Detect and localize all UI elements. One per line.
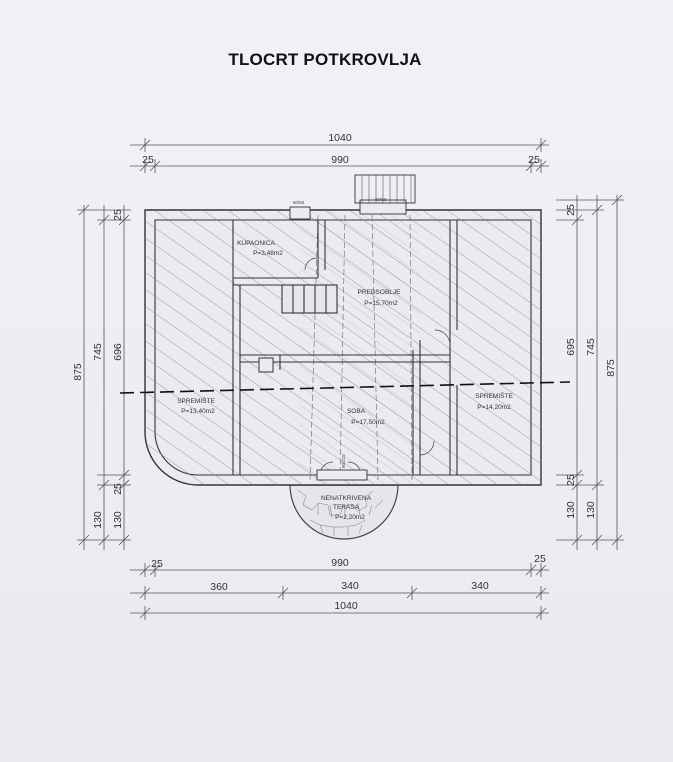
right-inner-dim: 695 bbox=[565, 338, 577, 356]
window-label-bath: 60/60 bbox=[293, 200, 305, 205]
left-overall-dim: 875 bbox=[72, 363, 84, 381]
door-label-terrace: 80/215 bbox=[341, 454, 346, 468]
drawing-title: TLOCRT POTKROVLJA bbox=[228, 50, 422, 69]
bottom-seg1-dim: 360 bbox=[210, 581, 228, 593]
right-bottom-a-dim: 130 bbox=[565, 501, 577, 519]
left-bottom-b-dim: 130 bbox=[112, 511, 124, 529]
right-bottom-b-dim: 130 bbox=[585, 501, 597, 519]
terrace bbox=[289, 484, 399, 540]
left-top-small-dim: 25 bbox=[112, 209, 124, 221]
room-predsoblje-name: PREDSOBLJE bbox=[358, 289, 402, 296]
top-inner-dim: 990 bbox=[331, 154, 349, 166]
room-terasa-name-line2: TERASA bbox=[333, 504, 360, 511]
room-kupaonica-area: P=3,48m2 bbox=[253, 250, 283, 257]
bottom-dimensions bbox=[130, 563, 549, 620]
right-bottom-small-dim: 25 bbox=[565, 474, 577, 486]
bottom-seg2-dim: 340 bbox=[341, 580, 359, 592]
room-spremiste-left-name: SPREMIŠTE bbox=[177, 396, 215, 405]
room-soba-area: P=17,50m2 bbox=[351, 419, 385, 426]
bottom-seg3-dim: 340 bbox=[471, 580, 489, 592]
top-dimensions bbox=[130, 138, 549, 173]
bottom-right-margin-dim: 25 bbox=[534, 553, 546, 565]
room-terasa-name-line1: NENATKRIVENA bbox=[321, 495, 372, 502]
room-predsoblje-area: P=15,70m2 bbox=[364, 300, 398, 307]
left-middle-dim: 745 bbox=[92, 343, 104, 361]
bottom-overall-dim: 1040 bbox=[334, 600, 358, 612]
left-dimensions bbox=[77, 204, 131, 550]
bottom-left-margin-dim: 25 bbox=[151, 558, 163, 570]
room-spremiste-right-name: SPREMIŠTE bbox=[475, 391, 513, 400]
left-bottom-a-dim: 130 bbox=[92, 511, 104, 529]
right-overall-dim: 875 bbox=[605, 359, 617, 377]
building bbox=[119, 174, 571, 540]
top-right-margin-dim: 25 bbox=[528, 154, 540, 166]
room-soba-name: SOBA bbox=[347, 408, 366, 415]
room-kupaonica-name: KUPAONICA bbox=[237, 240, 275, 247]
room-spremiste-left-area: P=13,40m2 bbox=[181, 408, 215, 415]
right-dimensions bbox=[556, 194, 624, 550]
top-overall-dim: 1040 bbox=[328, 132, 352, 144]
room-spremiste-right-area: P=14,20m2 bbox=[477, 404, 511, 411]
right-middle-dim: 745 bbox=[585, 338, 597, 356]
room-terasa-area: P=2,20m2 bbox=[335, 514, 365, 521]
left-bottom-small-dim: 25 bbox=[112, 483, 124, 495]
right-top-small-dim: 25 bbox=[565, 204, 577, 216]
top-left-margin-dim: 25 bbox=[142, 154, 154, 166]
window-label-stair: 80/60 bbox=[375, 197, 387, 202]
left-inner-dim: 696 bbox=[112, 343, 124, 361]
bottom-inner-dim: 990 bbox=[331, 557, 349, 569]
